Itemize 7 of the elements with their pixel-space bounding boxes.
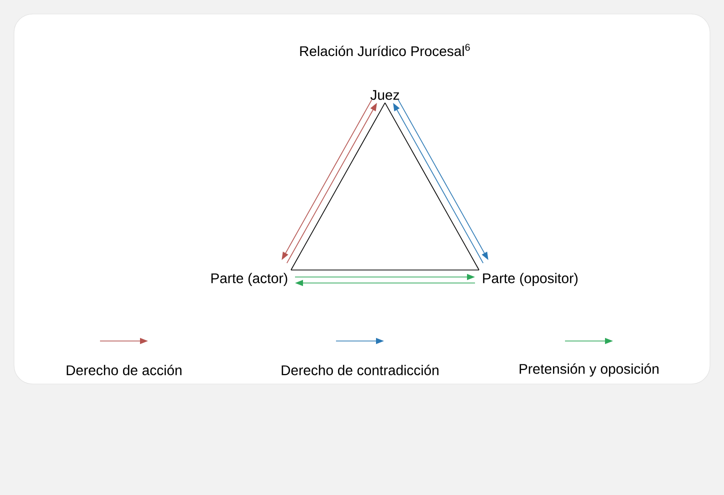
legend-label: Derecho de contradicción <box>282 364 438 376</box>
legend-label: Pretensión y oposición <box>520 363 658 377</box>
title: Relación Jurídico Procesal$^{6}$ <box>300 44 470 56</box>
legend-label: Derecho de acción <box>66 364 182 376</box>
node-label: Parte (actor) <box>211 272 288 286</box>
node-label: Parte (opositor) <box>483 272 578 286</box>
node-label: Juez <box>370 90 400 100</box>
